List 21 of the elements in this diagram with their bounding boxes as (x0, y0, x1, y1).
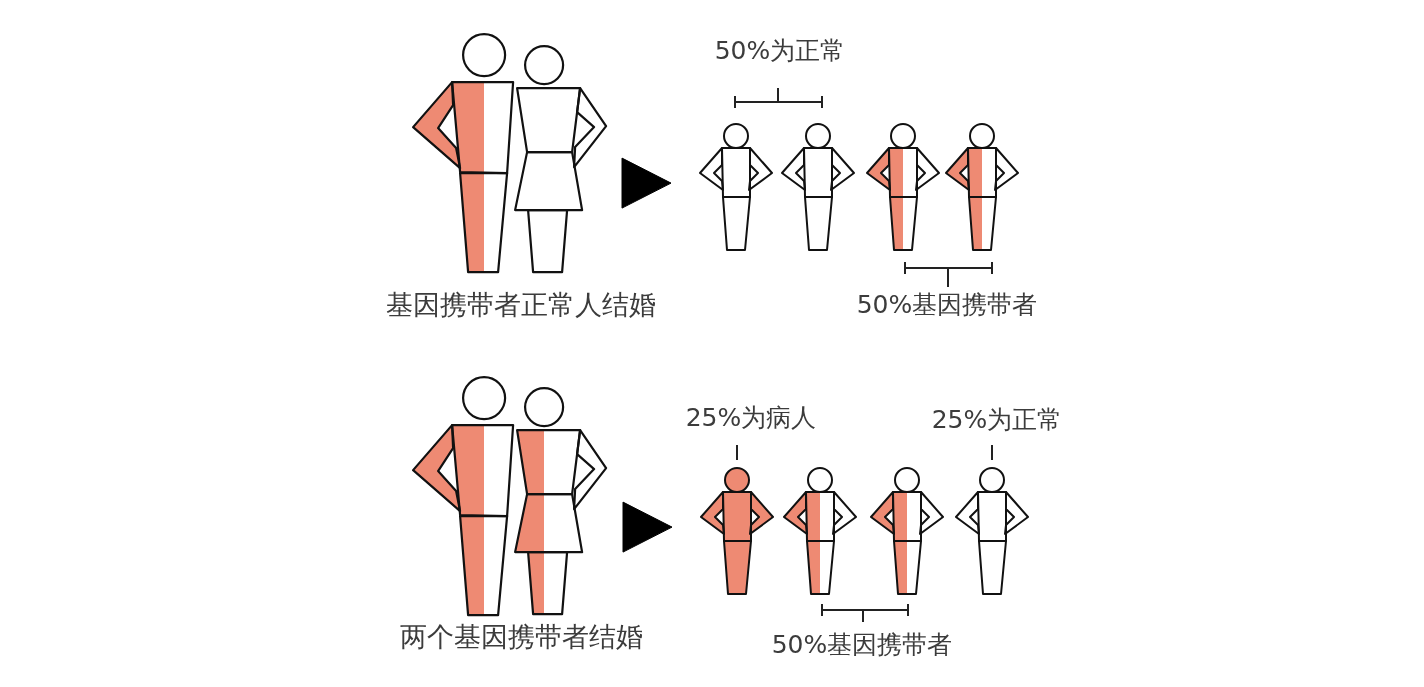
child-drawing (865, 122, 941, 252)
percentage-label: 25%为正常 (931, 405, 1063, 435)
arrow (622, 501, 673, 553)
woman-drawing (512, 385, 609, 617)
percentage-label: 50%基因携带者 (856, 290, 1038, 320)
woman-drawing (512, 43, 609, 275)
man-drawing (410, 31, 516, 275)
caption: 基因携带者正常人结婚 (386, 289, 656, 321)
percentage-label: 25%为病人 (685, 403, 817, 433)
arrow (621, 157, 672, 209)
child-drawing (869, 466, 945, 596)
percentage-label: 50%基因携带者 (771, 630, 953, 660)
child-drawing (782, 466, 858, 596)
percentage-label: 50%为正常 (714, 36, 846, 66)
child-drawing (698, 122, 774, 252)
child-drawing (944, 122, 1020, 252)
child-drawing (699, 466, 775, 596)
caption: 两个基因携带者结婚 (399, 621, 643, 653)
child-drawing (954, 466, 1030, 596)
man-drawing (410, 374, 516, 618)
child-drawing (780, 122, 856, 252)
